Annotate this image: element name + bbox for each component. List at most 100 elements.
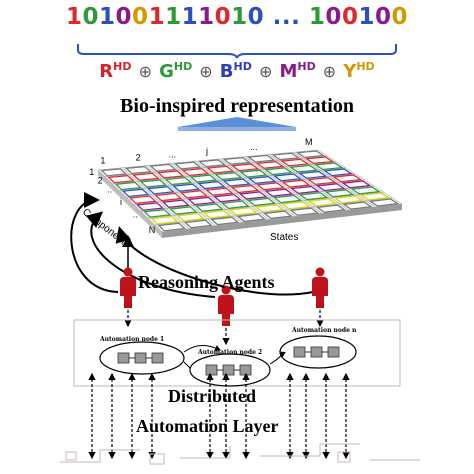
grid-cell-inner (236, 213, 266, 223)
grid-cell-inner (205, 187, 234, 196)
xor-operator: ⊕ (253, 62, 278, 81)
grid-top-label: M (305, 137, 313, 147)
bit-string: 101001111010 ... 100100 (0, 4, 474, 30)
grid-cell-inner (161, 199, 190, 208)
node-1-label: Automation node 1 (100, 336, 165, 343)
bit-5: 1 (148, 4, 166, 30)
grid-cell-inner (342, 201, 373, 210)
node-link (183, 361, 191, 369)
grid-cell-inner (281, 179, 311, 188)
grid-cell-inner (107, 175, 135, 184)
grid-cell-inner (368, 198, 400, 207)
grid-left-label: .. (107, 185, 112, 195)
automation-node (99, 341, 185, 375)
grid-cell-inner (304, 156, 335, 165)
grid-cell-inner (298, 192, 329, 201)
bit-1: 0 (82, 4, 100, 30)
grid-cell-inner (324, 189, 355, 198)
vector-G: GHD (159, 60, 193, 82)
grid-cell-inner (289, 164, 319, 173)
grid-cell-inner (295, 150, 326, 158)
grid-cell-inner (255, 161, 285, 169)
grid-cell-inner (154, 192, 183, 202)
grid-cell-inner (263, 210, 293, 220)
grid-cell-inner (136, 202, 164, 211)
bit-7: 1 (181, 4, 199, 30)
grid-cell-inner (307, 198, 338, 207)
grid-cell-inner (230, 184, 260, 194)
grid-cell-inner (121, 188, 150, 198)
grid-cell-inner (147, 186, 175, 195)
grid-cell-inner (132, 172, 160, 181)
bit-2: 1 (99, 4, 116, 30)
grid-cell-inner (197, 181, 226, 190)
grid-cell-inner (173, 161, 202, 170)
grid-cell-inner (179, 190, 209, 199)
node-2-label: Automation node 2 (198, 349, 263, 356)
bit-0: 1 (65, 4, 83, 30)
node-link (269, 351, 286, 365)
grid-cell-inner (139, 179, 168, 188)
grid-cell-inner (176, 212, 206, 222)
grid-cell-inner (246, 154, 276, 163)
bit-15: 0 (341, 4, 359, 30)
grid-cell-inner (246, 197, 277, 207)
grid-cell-inner (256, 182, 286, 191)
node-link (183, 345, 221, 353)
grid-cell-inner (290, 185, 320, 194)
grid-cell-inner (198, 159, 227, 168)
grid-cell-inner (149, 163, 177, 172)
grid-cell-inner (129, 195, 157, 204)
grid-cell-inner (281, 201, 311, 210)
grid-cell-inner (157, 222, 186, 232)
layer-label-line2: Automation Layer (136, 416, 279, 436)
vector-R: RHD (99, 60, 132, 82)
grid-cell-inner (264, 167, 294, 176)
arrow-bar (178, 127, 296, 131)
bit-16: 1 (358, 4, 375, 30)
grid-cell-inner (316, 204, 347, 213)
bit-3: 0 (115, 4, 133, 30)
grid-cell-inner (350, 186, 381, 195)
bit-6: 1 (165, 4, 182, 30)
agent-icon (312, 267, 328, 308)
grid-cell-inner (150, 215, 179, 225)
vector-M: MHD (279, 60, 316, 82)
bit-14: 0 (325, 4, 342, 30)
grid-cell-inner (289, 207, 320, 216)
bit-4: 0 (132, 4, 149, 30)
grid-cell-inner (189, 174, 218, 183)
bit-8: 1 (198, 4, 215, 30)
grid-top-label: ... (250, 142, 258, 152)
grid-cell-inner (172, 183, 201, 192)
grid-cell-inner (164, 176, 193, 186)
grid-cell-inner (255, 204, 285, 213)
grid-cell-inner (195, 203, 224, 212)
bit-11: 0 (247, 4, 265, 30)
grid-cell-inner (333, 195, 364, 204)
agent-icon (218, 285, 234, 326)
bit-13: 1 (308, 4, 326, 30)
node-n-label: Automation node n (292, 327, 357, 334)
grid-cell-inner (114, 181, 143, 191)
bit-9: 0 (214, 4, 232, 30)
grid-cell-inner (100, 168, 128, 177)
grid-top-label: 2 (136, 152, 141, 162)
circuit-background (60, 443, 420, 465)
bit-18: 0 (391, 4, 408, 30)
grid-cell-inner (298, 170, 328, 179)
grid-cell-inner (314, 162, 344, 171)
feedback-arrow-1 (70, 192, 119, 293)
grid-left-label: .. (133, 209, 138, 219)
grid-slab (162, 204, 402, 238)
grid-cell-inner (202, 209, 232, 219)
grid-cell-inner (247, 175, 277, 185)
grid-cell-inner (239, 169, 269, 178)
vector-B: BHD (219, 60, 252, 82)
reasoning-agents-label: Reasoning Agents (138, 272, 275, 292)
grid-top-label: ... (169, 149, 177, 159)
grid-cell-inner (181, 168, 210, 177)
agent-icon (120, 267, 136, 308)
